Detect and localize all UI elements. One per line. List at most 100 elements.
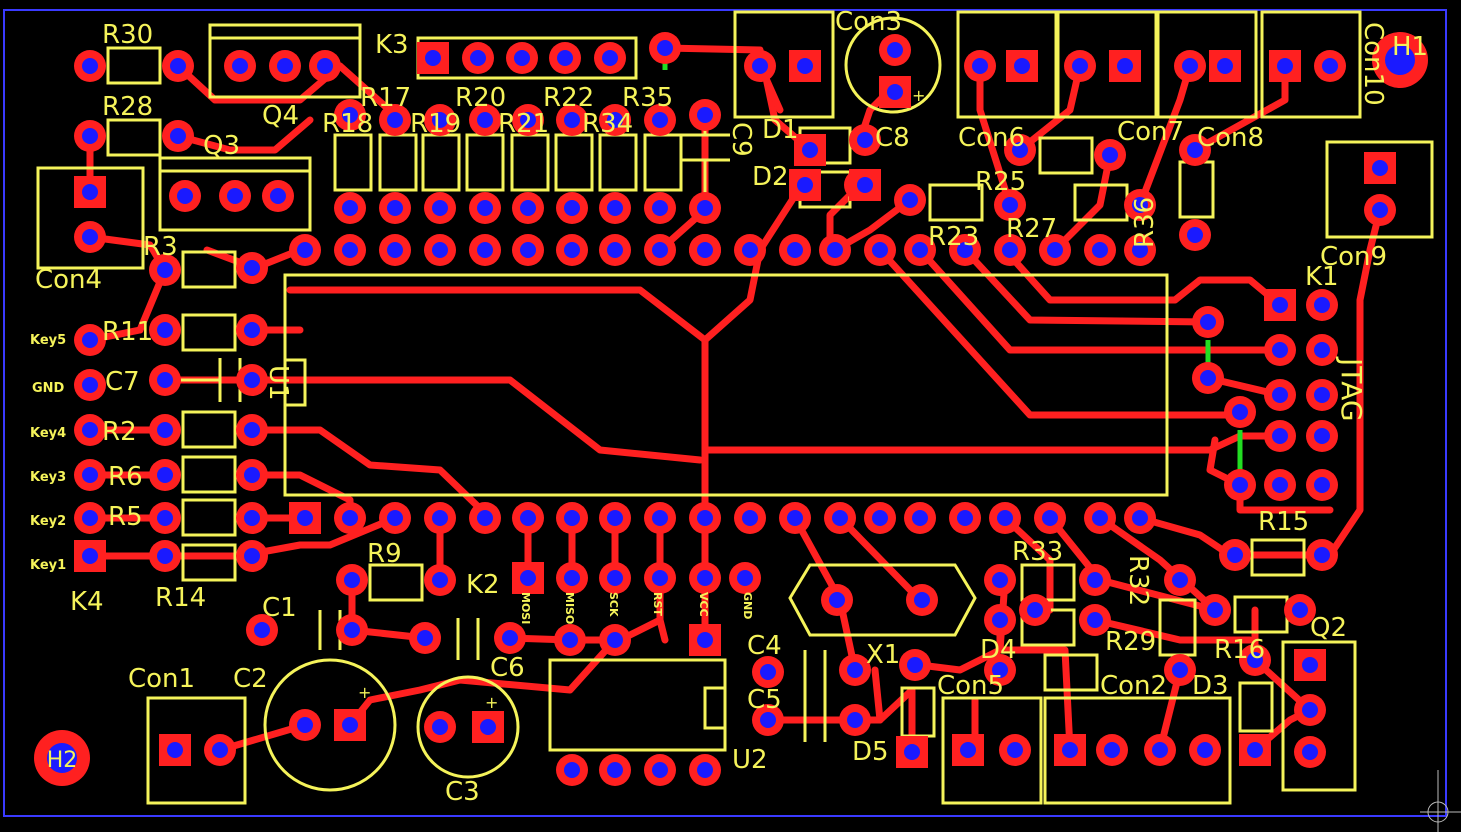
pin-label-mosi: MOSI — [519, 592, 532, 624]
drill-hole — [1027, 602, 1043, 618]
drill-hole — [342, 510, 358, 526]
drill-hole — [1277, 58, 1293, 74]
drill-hole — [342, 107, 358, 123]
drill-hole — [1102, 147, 1118, 163]
drill-hole — [1232, 404, 1248, 420]
label-jtag: JTAG — [1335, 356, 1368, 422]
label-k2: K2 — [466, 570, 500, 600]
drill-hole — [1272, 297, 1288, 313]
drill-hole — [697, 510, 713, 526]
label-k4: K4 — [70, 587, 104, 617]
pads — [74, 32, 1396, 786]
drill-hole — [317, 58, 333, 74]
drill-hole — [342, 717, 358, 733]
label-con8: Con8 — [1197, 123, 1264, 153]
drill-hole — [607, 632, 623, 648]
drill-hole — [297, 717, 313, 733]
drill-hole — [1292, 602, 1308, 618]
drill-hole — [887, 42, 903, 58]
drill-hole — [432, 112, 448, 128]
origin-marker — [1427, 801, 1449, 823]
label-h2: H2 — [47, 748, 78, 773]
drill-hole — [244, 372, 260, 388]
drill-hole — [1272, 342, 1288, 358]
drill-hole — [227, 188, 243, 204]
drill-hole — [344, 572, 360, 588]
drill-hole — [387, 510, 403, 526]
drill-hole — [1072, 58, 1088, 74]
drill-hole — [1272, 387, 1288, 403]
drill-hole — [244, 467, 260, 483]
drill-hole — [1200, 314, 1216, 330]
drill-hole — [652, 762, 668, 778]
label-c3: C3 — [445, 777, 480, 807]
drill-hole — [82, 467, 98, 483]
drill-hole — [1372, 160, 1388, 176]
drill-hole — [1272, 477, 1288, 493]
label-d3: D3 — [1192, 671, 1229, 701]
drill-hole — [607, 762, 623, 778]
drill-hole — [82, 128, 98, 144]
drill-hole — [277, 58, 293, 74]
drill-hole — [1232, 477, 1248, 493]
drill-hole — [607, 112, 623, 128]
drill-hole — [477, 112, 493, 128]
drill-hole — [827, 242, 843, 258]
drill-hole — [872, 510, 888, 526]
drill-hole — [387, 200, 403, 216]
drill-hole — [297, 510, 313, 526]
drill-hole — [270, 188, 286, 204]
drill-hole — [697, 107, 713, 123]
drill-hole — [564, 242, 580, 258]
drill-hole — [1132, 197, 1148, 213]
pin-label-key1: Key1 — [30, 558, 66, 573]
drill-hole — [1227, 547, 1243, 563]
drill-hole — [1104, 742, 1120, 758]
drill-hole — [902, 192, 918, 208]
drill-hole — [244, 422, 260, 438]
drill-hole — [244, 322, 260, 338]
drill-hole — [564, 570, 580, 586]
drill-hole — [652, 570, 668, 586]
drill-hole — [170, 128, 186, 144]
drill-hole — [432, 200, 448, 216]
label-con3: Con3 — [835, 7, 902, 37]
drill-hole — [425, 50, 441, 66]
drill-hole — [514, 50, 530, 66]
drill-hole — [564, 200, 580, 216]
drill-hole — [607, 570, 623, 586]
drill-hole — [564, 112, 580, 128]
drill-hole — [912, 510, 928, 526]
drill-hole — [1272, 428, 1288, 444]
drill-hole — [1302, 657, 1318, 673]
drill-hole — [907, 657, 923, 673]
drill-hole — [82, 184, 98, 200]
drill-hole — [520, 112, 536, 128]
drill-hole — [797, 177, 813, 193]
drill-hole — [232, 58, 248, 74]
isp-pin-labels: MOSI MISO SCK RST VCC GND — [519, 592, 754, 624]
drill-hole — [564, 762, 580, 778]
pin-label-miso: MISO — [563, 592, 576, 624]
label-con1: Con1 — [128, 664, 195, 694]
drill-hole — [82, 332, 98, 348]
label-d1: D1 — [762, 115, 799, 145]
label-r21: R21 — [498, 109, 549, 139]
drill-hole — [477, 510, 493, 526]
drill-hole — [1092, 510, 1108, 526]
drill-hole — [1042, 510, 1058, 526]
drill-hole — [244, 510, 260, 526]
drill-hole — [1314, 477, 1330, 493]
drill-hole — [1007, 742, 1023, 758]
label-r9: R9 — [367, 539, 402, 569]
drill-hole — [170, 58, 186, 74]
drill-hole — [1247, 742, 1263, 758]
mounting-hole-h1-drill — [1385, 45, 1415, 75]
drill-hole — [1207, 602, 1223, 618]
pin-label-key4: Key4 — [30, 426, 66, 441]
drill-hole — [697, 762, 713, 778]
pin-labels: Key5 GND Key4 Key3 Key2 Key1 — [30, 333, 66, 573]
label-r20: R20 — [455, 83, 506, 113]
label-r6: R6 — [108, 462, 143, 492]
drill-hole — [82, 58, 98, 74]
